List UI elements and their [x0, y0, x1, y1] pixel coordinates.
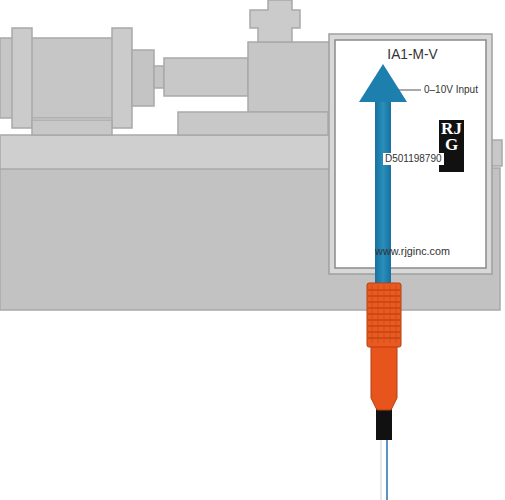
- module-housing: [329, 34, 492, 274]
- knurl-ridge: [384, 285, 385, 343]
- knurl-ridge: [378, 285, 379, 343]
- moving-platen: [112, 28, 132, 128]
- nozzle: [154, 66, 164, 88]
- hopper: [250, 0, 300, 42]
- knurl-ridge: [372, 285, 373, 343]
- web-address: www.rjginc.com: [337, 245, 488, 257]
- knurl-ridge: [390, 285, 391, 343]
- white-wire: [380, 438, 383, 500]
- arrow-head: [359, 64, 407, 102]
- leader-line: [398, 90, 421, 91]
- barrel: [164, 58, 248, 96]
- arrow-shaft: [375, 100, 391, 292]
- module-box: IA1-M-V0–10V InputRJGD501198790www.rjgin…: [335, 40, 486, 268]
- module-frame: [329, 34, 492, 274]
- carriage: [178, 112, 328, 135]
- mold: [132, 50, 154, 106]
- coupling-nut: [367, 283, 401, 347]
- rear-platen: [12, 28, 32, 128]
- signal-label: 0–10V Input: [424, 84, 478, 96]
- connector-body: [371, 345, 397, 410]
- serial-number: D501198790: [383, 153, 444, 165]
- insert-arrow: [359, 64, 407, 292]
- module-face: [335, 40, 486, 268]
- injection-machine: [0, 0, 502, 310]
- white-wire-edge: [381, 438, 382, 500]
- cable-connector: [367, 283, 401, 500]
- blue-wire: [386, 438, 388, 500]
- model-name: IA1-M-V: [337, 47, 488, 63]
- clamp-support: [32, 120, 112, 135]
- knurling: [368, 285, 400, 343]
- injection-housing: [248, 42, 338, 112]
- knurl-ridge: [396, 285, 397, 343]
